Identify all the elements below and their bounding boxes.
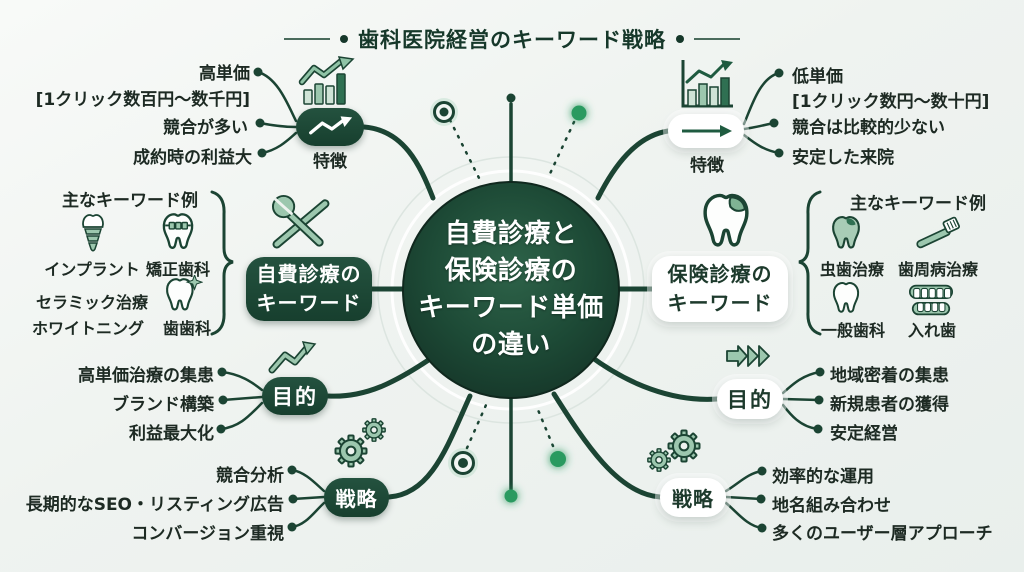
node-line: キーワード xyxy=(667,291,773,315)
keyword-label: 歯周病治療 xyxy=(897,260,979,279)
title-dot xyxy=(340,35,348,43)
title-line xyxy=(284,38,330,40)
glow-dot xyxy=(571,105,587,121)
strategy-item: 長期的なSEO・リスティング広告 xyxy=(25,495,284,515)
purpose-item: 利益最大化 xyxy=(129,424,214,444)
keyword-label: ホワイトニング xyxy=(31,319,145,338)
node-label: 戦略 xyxy=(335,487,378,511)
left-keywords-node: 自費診療の キーワード xyxy=(246,257,372,321)
purpose-item: 高単価治療の集患 xyxy=(78,366,214,386)
right-features-label: 特徴 xyxy=(690,156,724,176)
strategy-item: 地名組み合わせ xyxy=(772,496,891,516)
arrow-right-icon xyxy=(682,125,732,137)
left-features-node xyxy=(296,108,364,146)
keyword-label: 虫歯治療 xyxy=(819,260,885,279)
tooth-icon xyxy=(832,282,860,313)
feature-item: 成約時の利益大 xyxy=(133,148,252,168)
node-line: 自費診療の xyxy=(256,262,362,286)
feature-item: 競合が多い xyxy=(163,118,248,138)
fast-forward-icon xyxy=(726,345,770,367)
bracket xyxy=(210,190,822,336)
sparkle-tooth-icon xyxy=(166,275,203,311)
glow-dot xyxy=(550,451,566,467)
node-label: 目的 xyxy=(727,388,773,412)
cavity-tooth-icon xyxy=(703,193,749,247)
keyword-label: 一般歯科 xyxy=(820,321,886,340)
node-label: 目的 xyxy=(272,385,318,409)
strategy-item: コンバージョン重視 xyxy=(131,524,284,544)
gears-icon xyxy=(647,429,701,472)
left-keywords-header: 主なキーワード例 xyxy=(62,191,198,211)
axis-bar-chart-icon xyxy=(681,60,733,108)
feature-item-sub: [1クリック数円〜数十円] xyxy=(792,92,990,112)
gears-icon xyxy=(334,418,386,468)
center-title: 自費診療と 保険診療の キーワード単価 の違い xyxy=(401,216,621,364)
center-line: キーワード単価 xyxy=(418,293,604,323)
cavity-tooth-small-icon xyxy=(832,215,860,249)
title-line xyxy=(694,38,740,40)
keyword-label: セラミック治療 xyxy=(35,293,149,312)
purpose-item: 安定経営 xyxy=(830,424,898,444)
dental-tools-icon xyxy=(272,194,330,249)
keyword-label: 入れ歯 xyxy=(907,321,957,340)
trend-up-white-icon xyxy=(309,116,353,135)
feature-item: 安定した来院 xyxy=(792,148,894,168)
strategy-item: 競合分析 xyxy=(216,466,284,486)
bullseye-ornament xyxy=(448,448,478,478)
bullseye-ornament xyxy=(430,98,458,126)
right-features-node xyxy=(668,114,744,148)
feature-item: 高単価 xyxy=(199,64,250,84)
title-dot xyxy=(676,35,684,43)
keyword-label: 歯歯科 xyxy=(162,319,212,338)
center-line: 保険診療の xyxy=(444,256,578,286)
strategy-item: 効率的な運用 xyxy=(772,467,874,487)
node-line: キーワード xyxy=(256,291,362,315)
keyword-label: 矯正歯科 xyxy=(145,260,211,279)
dentures-icon xyxy=(908,284,954,316)
feature-item-sub: [1クリック数百円〜数千円] xyxy=(35,90,250,110)
implant-icon xyxy=(82,214,104,252)
title-row: 歯科医院経営のキーワード戦略 xyxy=(284,24,740,54)
left-features-label: 特徴 xyxy=(313,152,347,172)
glow-dot xyxy=(504,489,518,503)
node-label: 戦略 xyxy=(672,487,714,511)
dot-ornament xyxy=(506,93,516,103)
feature-item: 競合は比較的少ない xyxy=(792,118,945,138)
purpose-item: ブランド構築 xyxy=(112,395,214,415)
keyword-label: インプラント xyxy=(44,260,140,279)
center-circle xyxy=(402,181,620,399)
purpose-item: 地域密着の集患 xyxy=(830,366,949,386)
right-keywords-node: 保険診療の キーワード xyxy=(652,256,788,322)
left-purpose-node: 目的 xyxy=(262,377,328,415)
toothbrush-icon xyxy=(916,216,960,249)
right-purpose-node: 目的 xyxy=(717,379,783,419)
right-keywords-header: 主なキーワード例 xyxy=(850,194,986,214)
center-line: 自費診療と xyxy=(444,219,578,249)
node-line: 保険診療の xyxy=(667,262,773,286)
left-strategy-node: 戦略 xyxy=(324,478,389,517)
feature-item: 低単価 xyxy=(792,67,843,87)
purpose-item: 新規患者の獲得 xyxy=(830,395,949,415)
bar-chart-trend-icon xyxy=(298,56,355,105)
center-line: の違い xyxy=(471,330,551,360)
trend-arrow-icon xyxy=(268,341,317,374)
page-title: 歯科医院経営のキーワード戦略 xyxy=(358,28,666,52)
strategy-item: 多くのユーザー層アプローチ xyxy=(772,524,993,544)
right-strategy-node: 戦略 xyxy=(660,478,726,517)
braces-tooth-icon xyxy=(162,213,194,249)
